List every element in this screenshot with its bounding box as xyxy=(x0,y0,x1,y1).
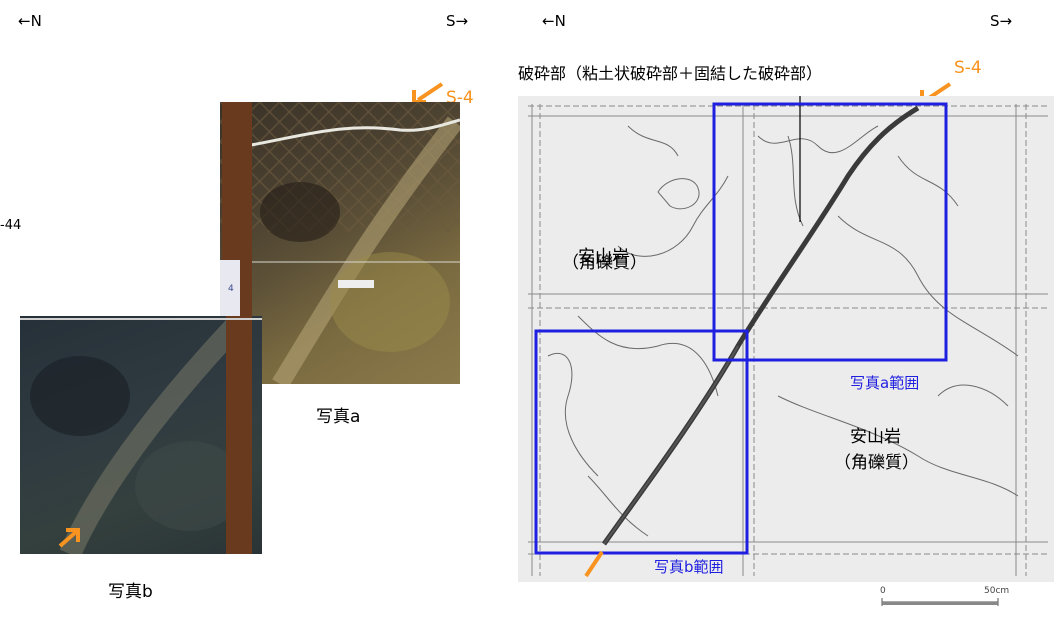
scale-bar: 0 50cm xyxy=(878,586,1038,616)
photo-b-start-arrow-icon xyxy=(584,550,604,578)
photo-b-texture xyxy=(20,316,262,554)
scale-zero-label: 0 xyxy=(880,586,886,596)
rock-upper-type: （角礫質） xyxy=(562,253,647,273)
s4-fault-label: S-4 xyxy=(954,58,982,78)
cropped-label-fragment: -44 xyxy=(0,218,22,233)
photo-placard: 4 xyxy=(228,284,234,294)
photo-a-range-label: 写真a範囲 xyxy=(850,374,920,392)
fault-zone-label: 破砕部（粘土状破砕部＋固結した破砕部） xyxy=(518,64,823,83)
scale-bar-graphic xyxy=(881,598,999,606)
photo-b xyxy=(20,316,262,554)
rock-lower-name: 安山岩 xyxy=(850,427,901,447)
photo-b-caption: 写真b xyxy=(108,582,153,602)
sketch-drawing xyxy=(528,96,1048,576)
photo-b-range-box xyxy=(534,329,749,555)
south-direction-label: S→ xyxy=(446,12,469,30)
photo-a-texture xyxy=(220,102,460,384)
photo-b-range-label: 写真b範囲 xyxy=(654,558,724,576)
photo-b-arrow-icon xyxy=(58,528,80,548)
geological-sketch xyxy=(518,96,1054,582)
south-direction-label: S→ xyxy=(990,12,1013,30)
north-direction-label: ←N xyxy=(542,12,566,30)
rock-upper-name: 安山岩 xyxy=(578,247,629,267)
photo-a: 4 xyxy=(220,102,460,384)
rock-lower-type: （角礫質） xyxy=(834,453,919,473)
photo-a-caption: 写真a xyxy=(316,407,361,427)
photo-a-range-box xyxy=(712,102,948,362)
north-direction-label: ←N xyxy=(18,12,42,30)
scale-end-label: 50cm xyxy=(984,586,1010,596)
